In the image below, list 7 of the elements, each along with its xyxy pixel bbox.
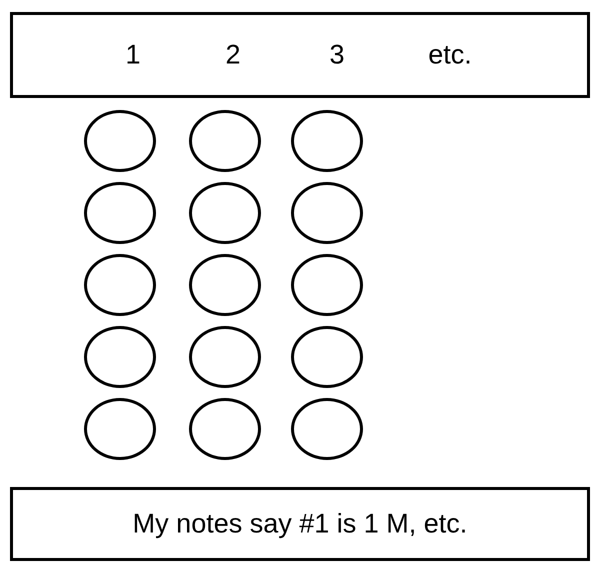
- column-number: etc.: [428, 40, 472, 70]
- header-box: [10, 12, 590, 98]
- note-text: My notes say #1 is 1 M, etc.: [132, 508, 468, 540]
- column-number: 3: [329, 40, 345, 70]
- column-number: 2: [225, 40, 241, 70]
- note-box: [10, 487, 590, 561]
- column-number: 1: [125, 40, 141, 70]
